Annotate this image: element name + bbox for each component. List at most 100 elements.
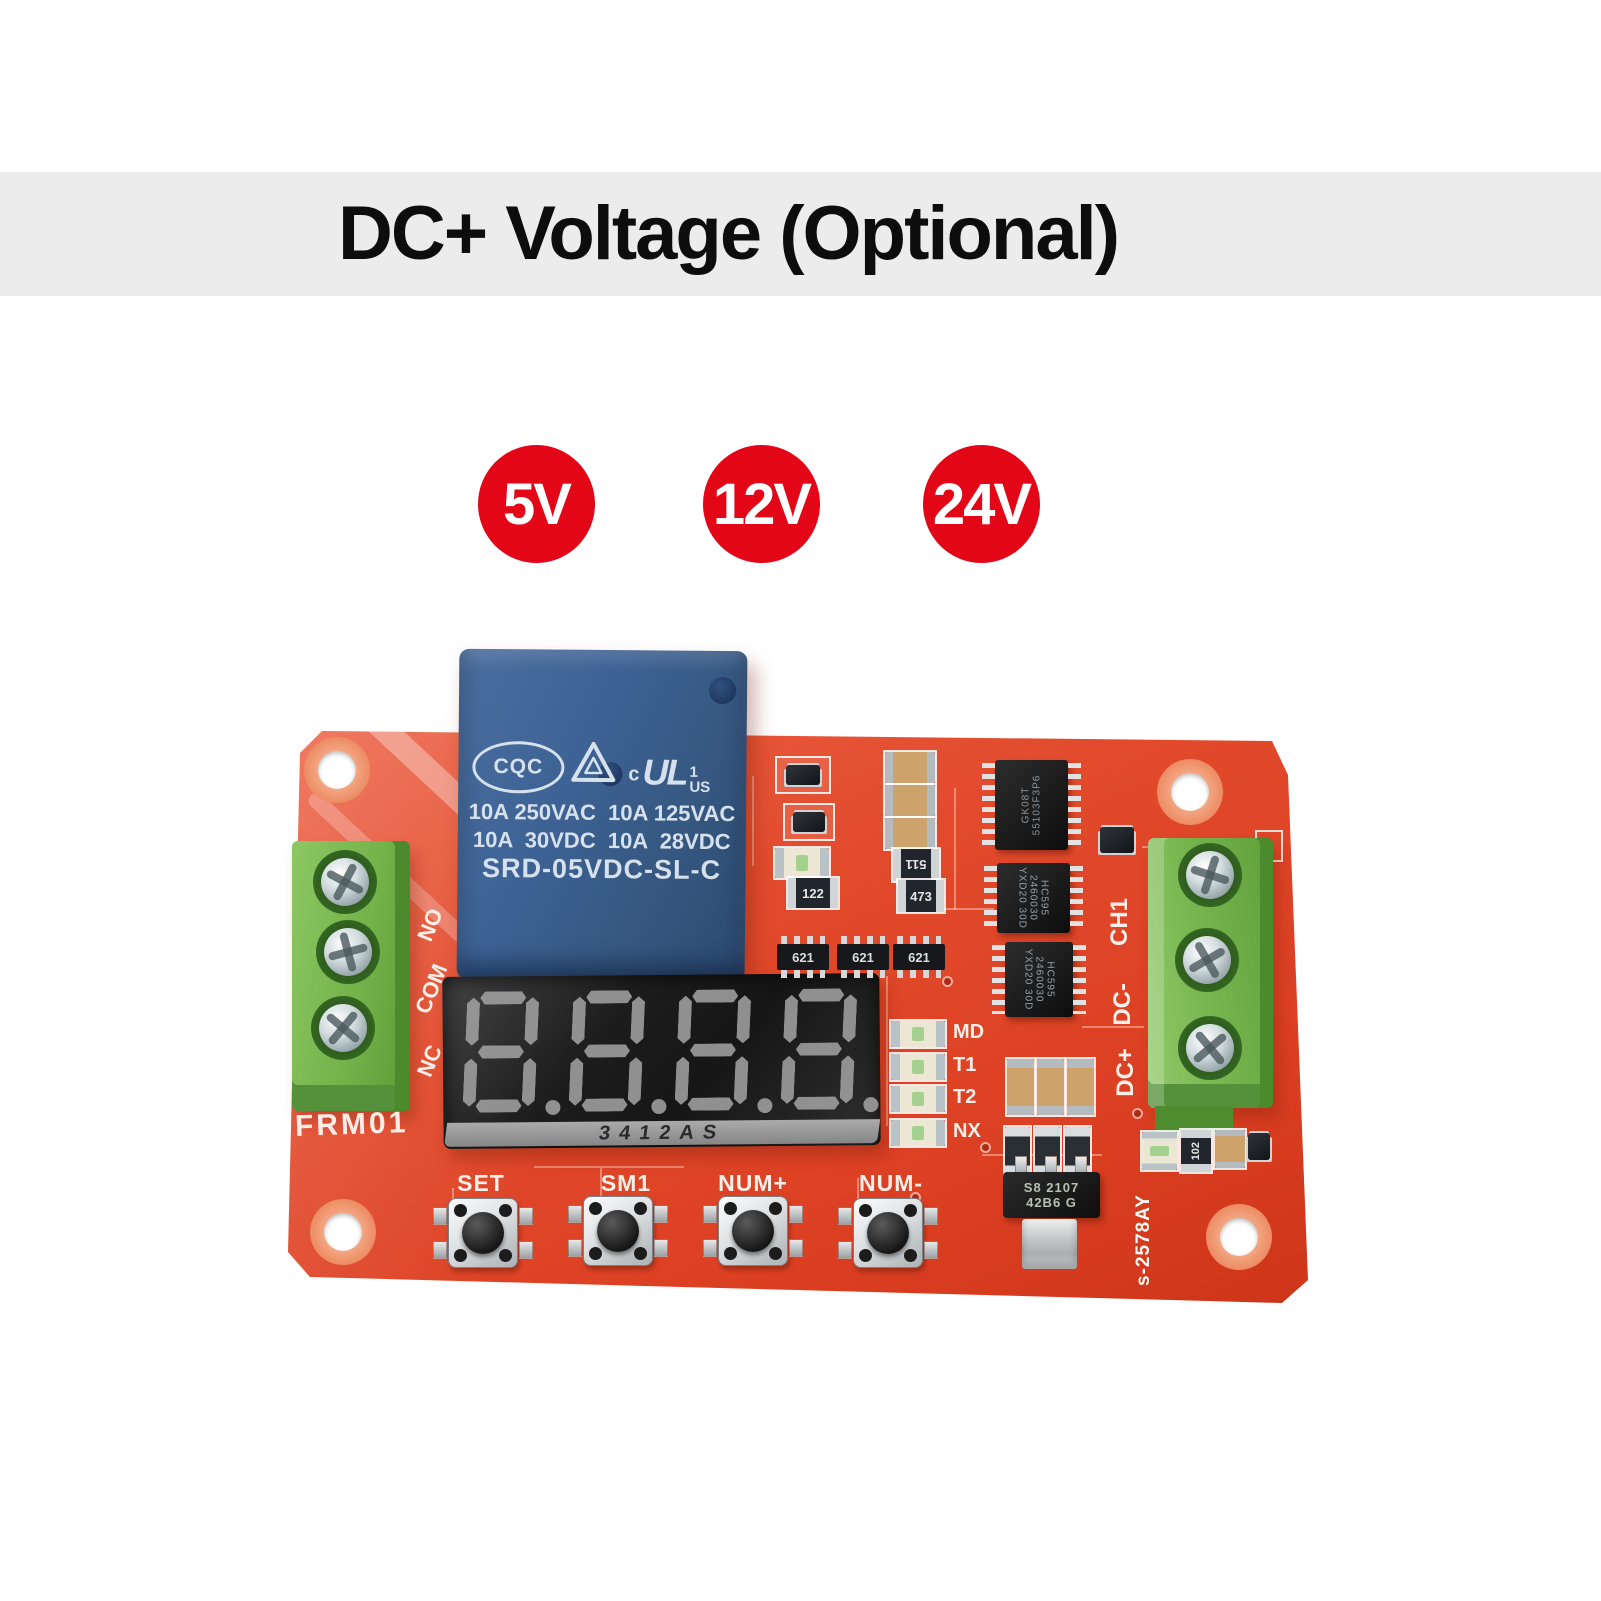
display-decimal: [651, 1098, 667, 1115]
regulator-tab: [1022, 1219, 1077, 1269]
display-digit: [566, 987, 648, 1115]
ic-u1: GK08T 55103F3P6: [982, 760, 1081, 850]
button-label-set: SET: [457, 1170, 505, 1196]
ic-marking: 55103F3P6: [1031, 774, 1043, 836]
capacitor: [1213, 1128, 1247, 1170]
seven-segment-display: 3412AS: [442, 973, 881, 1149]
resistor-value: 511: [893, 849, 939, 881]
resistor: [1003, 1125, 1032, 1177]
pcb-trace: [954, 788, 956, 910]
capacitor: [883, 783, 937, 818]
board-model: FRM01: [294, 1106, 409, 1143]
resistor-network-621: 621: [837, 936, 889, 978]
relay-ratings-line1: 10A 250VAC 10A 125VAC: [468, 798, 736, 827]
display-digit: [672, 986, 754, 1114]
resistor-value: 102: [1190, 1141, 1202, 1161]
board-serial: s-2578AY: [1133, 1194, 1154, 1286]
button-label-num-plus: NUM+: [718, 1170, 788, 1196]
pcb-trace: [534, 1166, 684, 1168]
resistor-value: 122: [788, 878, 838, 908]
title-banner: DC+ Voltage (Optional): [0, 172, 1601, 296]
led-label-md: MD: [953, 1021, 985, 1043]
pcb-trace: [752, 776, 754, 866]
terminal-label-dc-minus: DC-: [1109, 983, 1136, 1026]
terminal-block-left: [292, 841, 410, 1111]
terminal-screw: [1178, 843, 1242, 907]
capacitor: [883, 816, 937, 851]
regulator-marking: 42B6 G: [1026, 1195, 1077, 1210]
voltage-badge-24v: 24V: [923, 445, 1040, 563]
tact-button-set: [433, 1198, 533, 1268]
transistor-sot23: [1248, 1133, 1270, 1160]
ul-logo: UL: [642, 751, 687, 793]
mounting-hole: [304, 737, 370, 803]
button-cap: [867, 1212, 909, 1254]
ic-marking: 2460030: [1028, 875, 1039, 921]
voltage-badge-label: 12V: [712, 471, 812, 537]
led-indicator: [773, 846, 831, 880]
via: [1134, 1110, 1141, 1117]
led-t2: [889, 1084, 947, 1114]
led-nx: [889, 1118, 947, 1148]
button-label-sm1: SM1: [600, 1170, 652, 1196]
regulator-marking: S8 2107: [1023, 1180, 1080, 1195]
mounting-hole: [310, 1199, 376, 1265]
resistor-122: 122: [786, 876, 840, 910]
led-label-t1: T1: [953, 1054, 977, 1076]
ic-marking: GK08T: [1020, 786, 1032, 824]
resistor-network-621: 621: [893, 936, 945, 978]
button-label-num-minus: NUM-: [858, 1170, 924, 1196]
ul-us: US: [689, 778, 711, 796]
capacitor: [1035, 1057, 1066, 1117]
terminal-screw: [1175, 928, 1239, 992]
button-cap: [597, 1210, 639, 1252]
capacitor: [1065, 1057, 1096, 1117]
resistor-102: 102: [1179, 1128, 1213, 1174]
display-digit: [460, 988, 542, 1116]
led-label-nx: NX: [953, 1120, 981, 1142]
pcb-trace: [1082, 1026, 1144, 1028]
led-indicator: [1140, 1130, 1179, 1172]
cqc-mark: CQC: [472, 740, 565, 794]
ic-shift-register-1: HC595 2460030 YXD20 30D: [984, 863, 1083, 933]
pcb-board: CQC c UL 1 US 10A 250VAC 10A 125VAC 10A …: [282, 648, 1312, 1326]
pcb-trace: [886, 976, 888, 1126]
relay-dimple: [708, 676, 737, 705]
button-cap: [732, 1210, 774, 1252]
capacitor: [1005, 1057, 1036, 1117]
relay: CQC c UL 1 US 10A 250VAC 10A 125VAC 10A …: [456, 648, 748, 982]
ic-shift-register-2: HC595 2460030 YXD20 30D: [992, 942, 1086, 1017]
network-value: 621: [792, 949, 814, 965]
display-digit: [778, 985, 860, 1113]
ic-marking: YXD20 30D: [1017, 867, 1028, 929]
tact-button-sm1: [568, 1196, 668, 1266]
voltage-regulator: S8 2107 42B6 G: [1003, 1172, 1100, 1218]
pcb-trace: [932, 908, 994, 910]
pcb-trace: [600, 1168, 602, 1198]
led-t1: [889, 1052, 947, 1082]
display-decimal: [545, 1099, 561, 1116]
mounting-hole: [1157, 759, 1223, 825]
resistor-value: 473: [898, 880, 944, 912]
transistor-sot23: [1100, 827, 1134, 853]
terminal-label-dc-plus: DC+: [1112, 1048, 1139, 1097]
button-cap: [462, 1212, 504, 1254]
ic-marking: HC595: [1044, 961, 1056, 998]
relay-ratings-line2: 10A 30VDC 10A 28VDC: [472, 826, 731, 855]
transistor-sot23: [775, 756, 831, 794]
terminal-block-right: [1148, 838, 1273, 1108]
ic-marking: HC595: [1039, 879, 1050, 917]
resistor-network-621: 621: [777, 936, 829, 978]
ic-marking: 2460030: [1033, 956, 1045, 1003]
via: [982, 1144, 989, 1151]
ul-1: 1: [689, 763, 698, 781]
ic-marking: YXD20 30D: [1022, 948, 1034, 1011]
banner-title: DC+ Voltage (Optional): [338, 191, 1120, 276]
capacitor: [883, 750, 937, 785]
voltage-badge-12v: 12V: [703, 445, 820, 563]
tact-button-num-minus: [838, 1198, 938, 1268]
led-label-t2: T2: [953, 1086, 977, 1108]
display-part-number: 3412AS: [444, 1119, 881, 1147]
terminal-screw: [313, 850, 377, 914]
